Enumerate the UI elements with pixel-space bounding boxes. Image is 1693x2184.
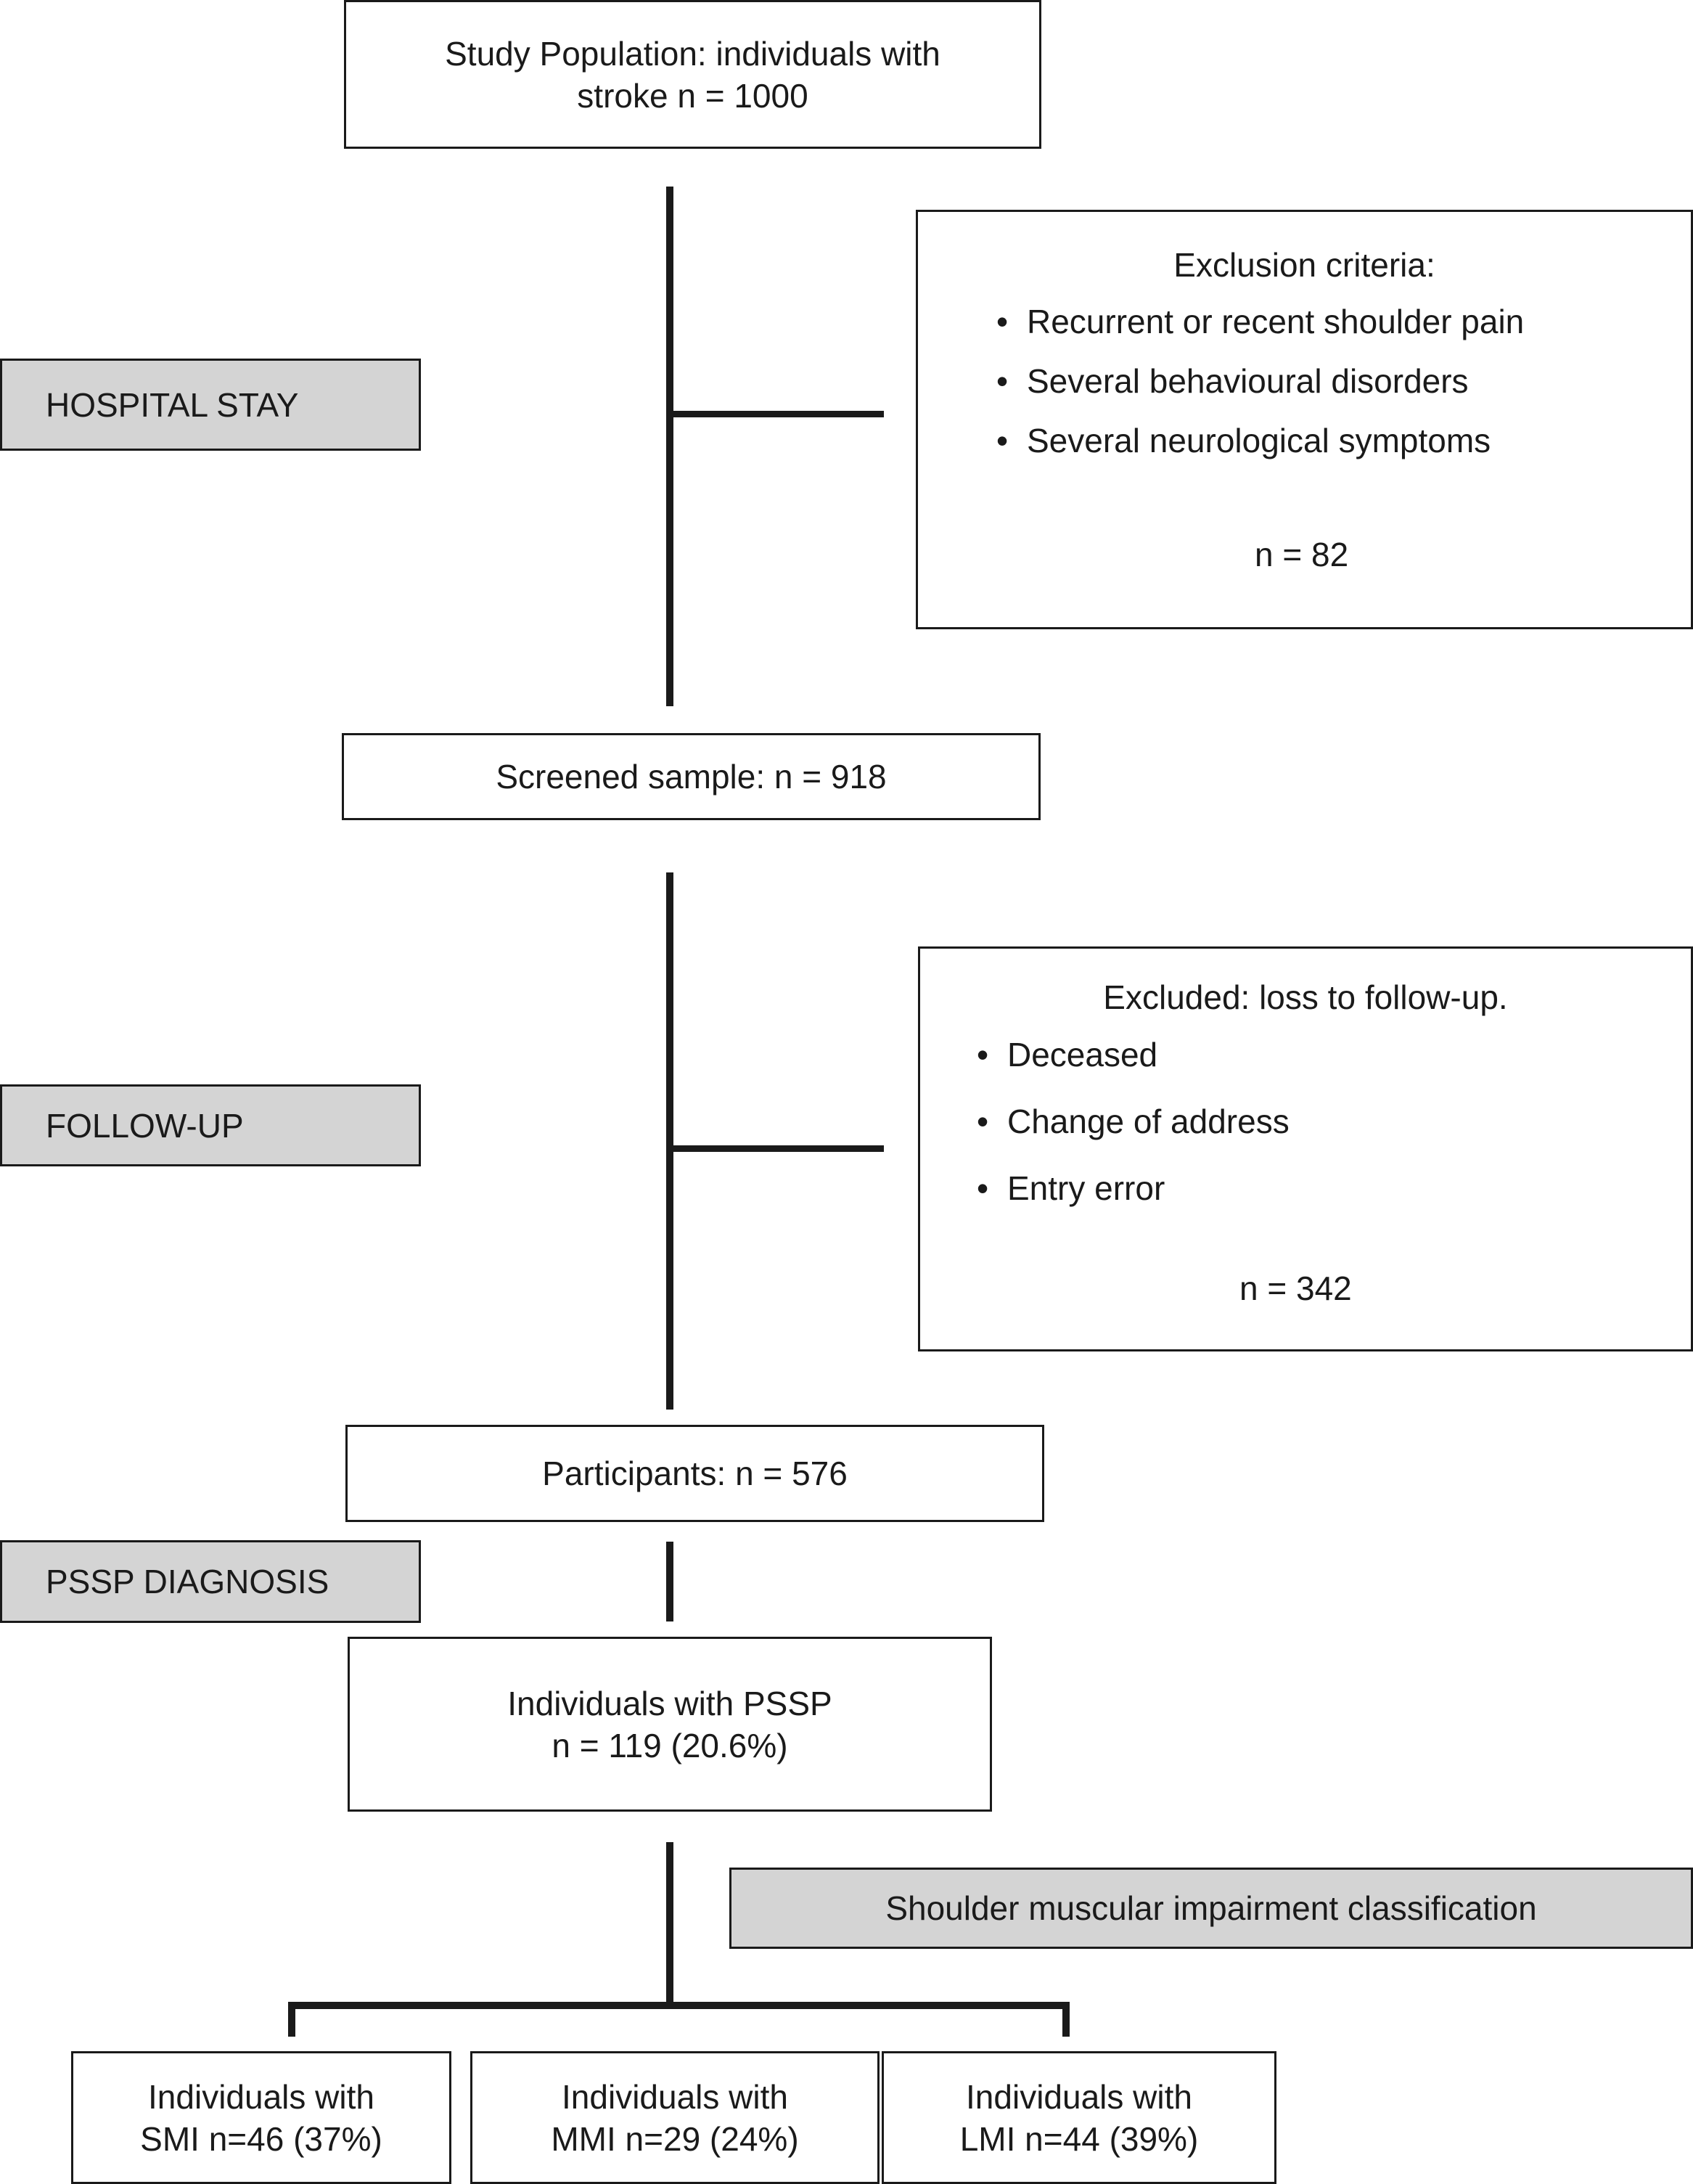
study-population-line-1: Study Population: individuals with (445, 34, 940, 73)
exclusion-criteria-item: Several behavioural disorders (996, 351, 1524, 411)
exclusion-criteria-box: Exclusion criteria: Recurrent or recent … (916, 210, 1693, 629)
study-population-line-2: stroke n = 1000 (577, 76, 808, 115)
loss-to-follow-up-list: Deceased Change of address Entry error (977, 1021, 1290, 1222)
screened-sample-text: Screened sample: n = 918 (496, 758, 887, 796)
stage-label-hospital-stay: HOSPITAL STAY (0, 359, 421, 451)
participants-text: Participants: n = 576 (542, 1455, 848, 1492)
loss-to-follow-up-item: Change of address (977, 1088, 1290, 1155)
smi-line-2: SMI n=46 (37%) (140, 2119, 382, 2158)
pssp-individuals-line-1: Individuals with PSSP (507, 1684, 832, 1722)
loss-to-follow-up-count: n = 342 (1239, 1269, 1352, 1307)
mmi-box: Individuals with MMI n=29 (24%) (470, 2051, 880, 2184)
smi-line-1: Individuals with (148, 2077, 374, 2116)
connector-main-1 (666, 187, 673, 706)
exclusion-criteria-count: n = 82 (1255, 536, 1349, 573)
pssp-individuals-line-2: n = 119 (20.6%) (552, 1726, 788, 1764)
study-population-box: Study Population: individuals with strok… (344, 0, 1041, 149)
participants-box: Participants: n = 576 (345, 1425, 1044, 1522)
connector-main-2 (666, 872, 673, 1410)
loss-to-follow-up-box: Excluded: loss to follow-up. Deceased Ch… (918, 946, 1693, 1351)
connector-branch-exclusion-2 (666, 1145, 884, 1152)
stage-label-pssp-diagnosis-text: PSSP DIAGNOSIS (46, 1563, 329, 1600)
stage-label-classification-text: Shoulder muscular impairment classificat… (885, 1889, 1537, 1927)
mmi-line-2: MMI n=29 (24%) (551, 2119, 799, 2158)
pssp-individuals-box: Individuals with PSSP n = 119 (20.6%) (348, 1637, 992, 1812)
lmi-box: Individuals with LMI n=44 (39%) (882, 2051, 1276, 2184)
loss-to-follow-up-item: Entry error (977, 1155, 1290, 1222)
exclusion-criteria-item: Recurrent or recent shoulder pain (996, 292, 1524, 351)
smi-box: Individuals with SMI n=46 (37%) (71, 2051, 451, 2184)
stage-label-follow-up-text: FOLLOW-UP (46, 1106, 244, 1145)
connector-main-4 (666, 1842, 673, 2003)
stage-label-follow-up: FOLLOW-UP (0, 1084, 421, 1166)
screened-sample-box: Screened sample: n = 918 (342, 733, 1041, 820)
lmi-line-1: Individuals with (966, 2077, 1192, 2116)
connector-branch-exclusion-1 (666, 411, 884, 417)
exclusion-criteria-title: Exclusion criteria: (1173, 246, 1435, 284)
stage-label-hospital-stay-text: HOSPITAL STAY (46, 385, 299, 424)
connector-drop-smi (288, 2002, 295, 2037)
lmi-line-2: LMI n=44 (39%) (959, 2119, 1199, 2158)
loss-to-follow-up-title: Excluded: loss to follow-up. (1103, 978, 1508, 1016)
stage-label-pssp-diagnosis: PSSP DIAGNOSIS (0, 1540, 421, 1623)
mmi-line-1: Individuals with (562, 2077, 788, 2116)
exclusion-criteria-item: Several neurological symptoms (996, 411, 1524, 470)
connector-horizontal-split (289, 2002, 1070, 2009)
connector-main-3 (666, 1542, 673, 1621)
stage-label-classification: Shoulder muscular impairment classificat… (729, 1868, 1693, 1949)
loss-to-follow-up-item: Deceased (977, 1021, 1290, 1088)
connector-drop-lmi (1062, 2002, 1070, 2037)
exclusion-criteria-list: Recurrent or recent shoulder pain Severa… (996, 292, 1524, 470)
